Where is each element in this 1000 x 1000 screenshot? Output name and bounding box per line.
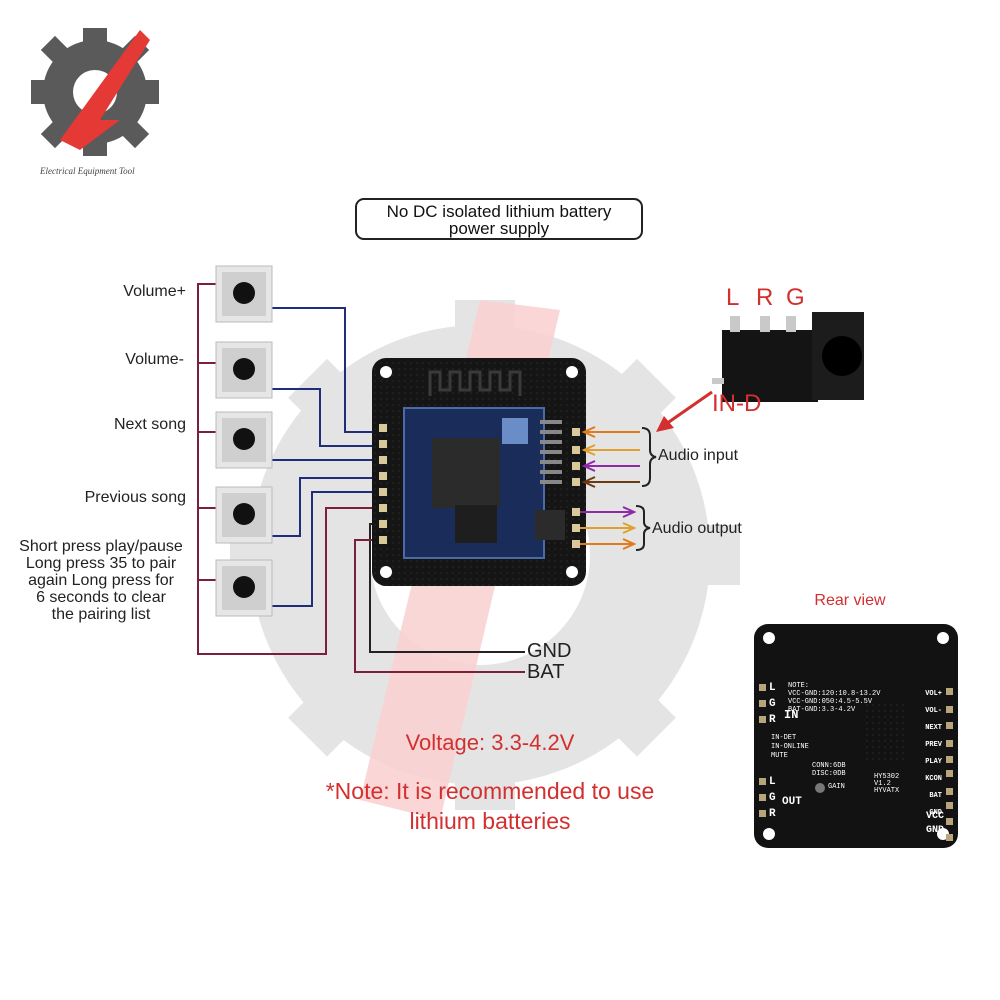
rear-model-text: HY5302 V1.2 HYVATX (874, 773, 900, 795)
audio-jack (712, 312, 864, 402)
rear-left-pins: L G R (769, 682, 776, 726)
power-note-box: No DC isolated lithium battery power sup… (355, 198, 643, 240)
audio-input-label: Audio input (658, 447, 739, 464)
label-previous-song: Previous song (84, 489, 186, 506)
brand-logo (31, 28, 159, 156)
rear-in-det-labels: IN-DET IN-ONLINE MUTE (771, 734, 809, 760)
button-wires (197, 283, 525, 673)
label-volume-minus: Volume- (125, 351, 184, 368)
label-next-song: Next song (113, 416, 186, 433)
rear-board (754, 624, 958, 848)
rear-view-title: Rear view (814, 592, 886, 609)
battery-note-line1: *Note: It is recommended to use (325, 778, 655, 804)
audio-output-label: Audio output (652, 520, 742, 537)
jack-in-d-label: IN-D (712, 390, 762, 417)
gnd-label: GND (527, 640, 572, 662)
button-volume-plus (215, 265, 273, 323)
battery-note-line2: lithium batteries (409, 808, 571, 834)
rear-power-pins: VCC GND (925, 811, 944, 836)
jack-pin-l: L (726, 284, 740, 311)
rear-right-pins: VOL+ VOL- NEXT PREV PLAY KCON BAT GND (925, 690, 942, 817)
rear-out-label: OUT (782, 796, 802, 808)
rear-in-label: IN (784, 708, 799, 722)
rear-gain-text: GAIN (828, 783, 845, 791)
rear-left-pins-out: L G R (769, 776, 776, 820)
brand-tagline: Electrical Equipment Tool (39, 166, 135, 176)
bat-label: BAT (527, 661, 565, 683)
power-note-line2: power supply (448, 219, 550, 238)
button-volume-minus (215, 341, 273, 399)
label-play-pause: Short press play/pause Long press 35 to … (19, 538, 183, 623)
power-note-line1: No DC isolated lithium battery (386, 202, 612, 221)
button-previous-song (215, 486, 273, 544)
jack-pin-g: G (786, 284, 805, 311)
battery-note: *Note: It is recommended to use lithium … (290, 776, 690, 836)
rear-note-text: NOTE: VCC-GND:120:10.8-13.2V VCC-GND:050… (788, 682, 881, 714)
voltage-label: Voltage: 3.3-4.2V (405, 730, 575, 755)
rear-conn-text: CONN:6DB DISC:0DB (812, 762, 846, 778)
bluetooth-board (372, 358, 586, 586)
label-volume-plus: Volume+ (123, 283, 186, 300)
button-play-pause (215, 559, 273, 617)
audio-wires (580, 426, 657, 551)
button-next-song (215, 411, 273, 469)
jack-arrow (656, 390, 713, 432)
jack-pin-r: R (756, 284, 774, 311)
